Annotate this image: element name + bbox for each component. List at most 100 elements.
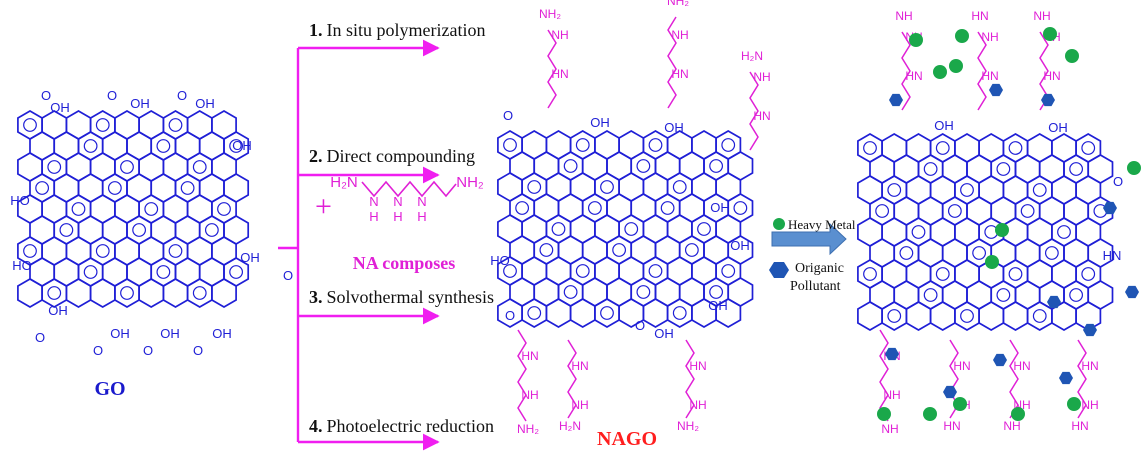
aromatic-bond (59, 223, 74, 237)
aromatic-bond (947, 204, 962, 218)
amine-chain (517, 329, 527, 422)
amine-nh: HN (753, 109, 770, 123)
benzene-ring (211, 278, 237, 308)
adsorbed-heavy-metal (995, 223, 1009, 237)
go-oxygen: O (193, 343, 203, 358)
aromatic-bond (168, 118, 183, 132)
aromatic-bond (1069, 162, 1084, 176)
aromatic-bond (733, 201, 748, 215)
aromatic-bond (95, 118, 110, 132)
aromatic-bond (887, 309, 902, 323)
aromatic-bond (911, 225, 926, 239)
aromatic-bond (47, 286, 62, 300)
aromatic-bond (551, 222, 566, 236)
amine-chain (667, 16, 677, 109)
nago-hydroxyl: OH (654, 326, 674, 341)
aromatic-bond (709, 159, 724, 173)
aromatic-bond (1020, 204, 1035, 218)
aromatic-bond (600, 180, 614, 194)
aromatic-bond (47, 160, 62, 174)
na-hydrogen: H (369, 209, 378, 224)
ads-group: O (1113, 174, 1123, 189)
adsorbed-nago-structure: OHOHOHNHNNHNHHNNHHNHNNHNHHNNHNHHNNHHNHNN… (857, 9, 1141, 436)
aromatic-bond (229, 265, 244, 279)
aromatic-bond (672, 180, 687, 194)
adsorbed-organic-pollutant (1103, 201, 1117, 215)
adsorbed-heavy-metal (909, 33, 923, 47)
aromatic-bond (600, 306, 614, 320)
go-oxygen: O (283, 268, 293, 283)
aromatic-bond (23, 244, 37, 258)
go-hydroxyl: HO (12, 258, 32, 273)
benzene-ring (1002, 301, 1029, 331)
nago-hydroxyl: OH (710, 200, 730, 215)
aromatic-bond (132, 223, 147, 237)
amine-chain (1077, 339, 1087, 419)
aromatic-bond (972, 246, 987, 260)
aromatic-bond (887, 183, 902, 197)
go-hydroxyl: HO (10, 193, 30, 208)
aromatic-bond (515, 201, 530, 215)
aromatic-bond (648, 138, 663, 152)
aromatic-bond (960, 183, 974, 197)
pollutant-label-line-1: Origanic (795, 261, 844, 276)
adsorbed-heavy-metal (985, 255, 999, 269)
amine-terminal: NH (1003, 419, 1020, 433)
amine-nh: NH (551, 28, 568, 42)
amine-nh: NH (1081, 398, 1098, 412)
amine-terminal: HN (943, 419, 960, 433)
nago-label: NAGO (597, 428, 657, 450)
aromatic-bond (107, 181, 122, 195)
aromatic-bond (503, 138, 517, 152)
go-hydroxyl: OH (160, 326, 180, 341)
benzene-ring (545, 298, 572, 328)
aromatic-bond (563, 159, 578, 173)
na-composes-label: NA composes (353, 253, 456, 273)
aromatic-bond (563, 285, 578, 299)
aromatic-bond (899, 246, 914, 260)
benzene-ring (114, 278, 140, 308)
aromatic-bond (636, 285, 651, 299)
aromatic-bond (23, 118, 37, 132)
go-hydroxyl: OH (212, 326, 232, 341)
amine-nh: NH (521, 388, 538, 402)
method-labels: 1.In situ polymerization 2.Direct compou… (309, 20, 494, 436)
benzene-ring (666, 298, 693, 328)
adsorbed-heavy-metal (1127, 161, 1141, 175)
adsorbed-heavy-metal (877, 407, 891, 421)
aromatic-bond (863, 267, 877, 281)
na-terminal-nh2: NH₂ (456, 174, 484, 191)
aromatic-bond (709, 285, 724, 299)
adsorption-legend: Heavy Metal Origanic Pollutant (769, 217, 856, 294)
go-hydroxyl: OH (48, 303, 68, 318)
aromatic-bond (71, 202, 86, 216)
aromatic-bond (648, 264, 663, 278)
ads-group: OH (934, 118, 954, 133)
amine-nh: HN (905, 69, 922, 83)
aromatic-bond (1069, 288, 1084, 302)
process-arrow (771, 222, 847, 256)
aromatic-bond (527, 180, 542, 194)
amine-nh: HN (1043, 69, 1060, 83)
benzene-ring (881, 301, 908, 331)
aromatic-bond (95, 244, 110, 258)
pollutant-icon (769, 262, 789, 278)
aromatic-bond (923, 162, 938, 176)
adsorbed-organic-pollutant (943, 385, 957, 399)
method-1-label: 1.In situ polymerization (309, 20, 485, 40)
method-2-label: 2.Direct compounding (309, 146, 475, 166)
nago-hydroxyl: OH (708, 298, 728, 313)
aromatic-bond (575, 264, 590, 278)
aromatic-bond (863, 141, 877, 155)
aromatic-bond (721, 138, 736, 152)
aromatic-bond (192, 160, 207, 174)
aromatic-bond (875, 204, 890, 218)
aromatic-bond (960, 309, 974, 323)
adsorbed-organic-pollutant (889, 93, 903, 107)
amine-nh: HN (671, 67, 688, 81)
amine-terminal: NH (881, 422, 898, 436)
pollutant-label-line-2: Pollutant (790, 279, 841, 294)
aromatic-bond (684, 243, 699, 257)
aromatic-bond (144, 202, 159, 216)
na-terminal-h2n: H₂N (330, 174, 358, 191)
